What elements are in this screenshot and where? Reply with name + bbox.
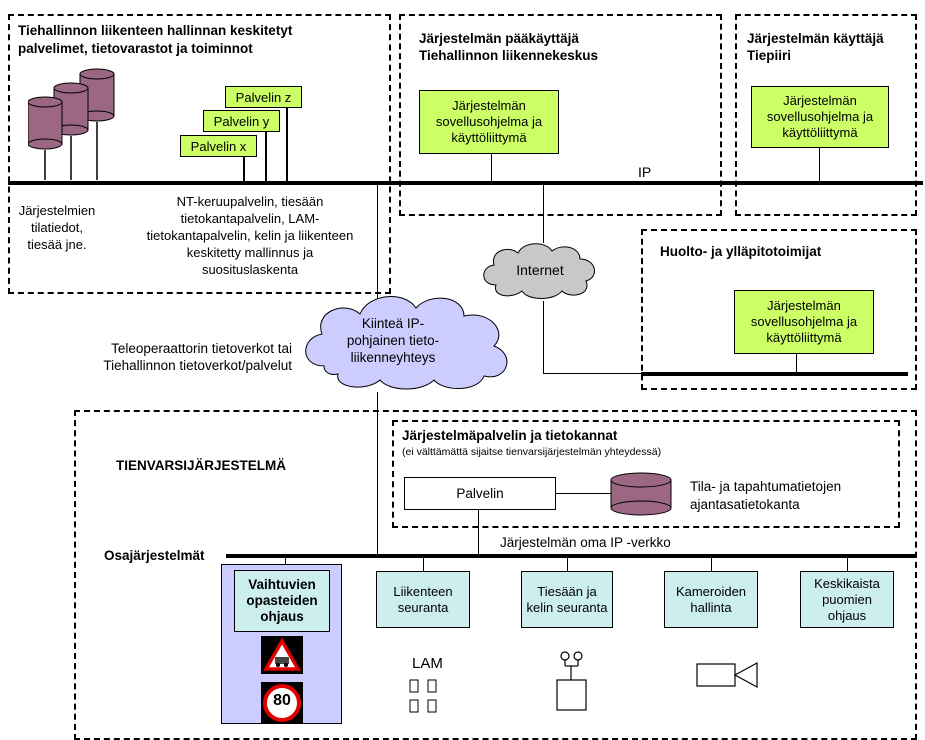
realtime-database-icon	[610, 472, 672, 516]
server-db-note: (ei välttämättä sijaitse tienvarsijärjes…	[402, 446, 662, 458]
maintenance-app-box: Järjestelmän sovellusohjelma ja käyttöli…	[734, 290, 874, 354]
fixed-ip-cloud-icon	[305, 296, 508, 390]
admin-box	[399, 14, 722, 216]
roadside-title: TIENVARSIJÄRJESTELMÄ	[116, 458, 287, 473]
backbone-to-cloud-line	[377, 185, 378, 305]
server-db-title: Järjestelmäpalvelin ja tietokannat	[402, 428, 618, 443]
server-to-network-line	[478, 510, 479, 556]
roadside-network-label: Järjestelmän oma IP -verkko	[500, 535, 671, 550]
subsystems-label: Osajärjestelmät	[104, 548, 205, 563]
user-title: Järjestelmän käyttäjä Tiepiiri	[747, 31, 884, 63]
server-functions-text: NT-keruupalvelin, tiesään tietokantapalv…	[146, 194, 354, 277]
ip-backbone-line	[8, 181, 923, 185]
user-connector	[819, 148, 820, 182]
internet-to-maintenance-line	[543, 301, 544, 374]
admin-connector	[491, 154, 492, 182]
realtime-database-label: Tila- ja tapahtumatietojen ajantasatieto…	[690, 479, 842, 512]
speed-limit-sign-icon	[261, 682, 303, 724]
camera-icon	[696, 661, 758, 689]
server-connector	[286, 100, 288, 182]
subsystem-median-barrier-control: Keskikaista puomien ohjaus	[800, 571, 894, 628]
maintenance-title: Huolto- ja ylläpitotoimijat	[660, 244, 822, 259]
server-to-db-line	[556, 493, 612, 494]
server-z: Palvelin z	[225, 86, 302, 108]
internet-cloud-icon	[483, 243, 595, 299]
warning-traffic-sign-icon	[261, 636, 303, 674]
subsystem-weather-monitoring: Tiesään ja kelin seuranta	[521, 571, 613, 628]
user-box	[735, 14, 917, 216]
subsystem-drop	[423, 558, 424, 572]
roadside-ip-network-line	[226, 554, 916, 558]
admin-app-box: Järjestelmän sovellusohjelma ja käyttöli…	[419, 90, 559, 154]
roadside-server-box: Palvelin	[404, 477, 556, 510]
central-services-title: Tiehallinnon liikenteen hallinnan keskit…	[18, 23, 293, 56]
subsystem-drop	[567, 558, 568, 572]
lam-sensor-icon	[409, 679, 437, 713]
central-services-box	[8, 14, 391, 294]
internet-label: Internet	[516, 262, 564, 278]
fixed-ip-cloud-label: Kiinteä IP-pohjainen tieto-liikenneyhtey…	[346, 316, 440, 365]
internet-link-line	[543, 185, 544, 243]
maintenance-box	[641, 229, 917, 390]
subsystem-drop	[847, 558, 848, 572]
maintenance-connector	[796, 354, 797, 375]
cloud-to-roadside-line	[377, 392, 378, 556]
ip-label: IP	[638, 164, 652, 180]
internet-to-maintenance-hline	[543, 373, 643, 374]
user-app-box: Järjestelmän sovellusohjelma ja käyttöli…	[751, 86, 889, 148]
server-db-box	[392, 420, 900, 528]
lam-label: LAM	[412, 655, 443, 672]
database-cylinders-icon	[28, 68, 115, 180]
subsystem-drop	[711, 558, 712, 572]
server-y: Palvelin y	[203, 110, 280, 132]
roadside-server-label: Palvelin	[456, 486, 504, 501]
speed-limit-value: 80	[273, 692, 291, 709]
server-connector	[243, 148, 245, 182]
subsystem-camera-control: Kameroiden hallinta	[664, 571, 758, 628]
subsystem-traffic-monitoring: Liikenteen seuranta	[376, 571, 470, 628]
status-data-text: Järjestelmien tilatiedot, tiesää jne.	[18, 203, 96, 252]
subsystem-variable-signs: Vaihtuvien opasteiden ohjaus	[234, 570, 330, 632]
teleoperator-text: Teleoperaattorin tietoverkot tai Tiehall…	[103, 341, 292, 373]
maintenance-ip-line	[641, 372, 908, 376]
weather-station-icon	[556, 651, 587, 711]
admin-title: Järjestelmän pääkäyttäjä Tiehallinnon li…	[419, 31, 599, 63]
server-connector	[265, 124, 267, 182]
server-x: Palvelin x	[180, 135, 257, 157]
